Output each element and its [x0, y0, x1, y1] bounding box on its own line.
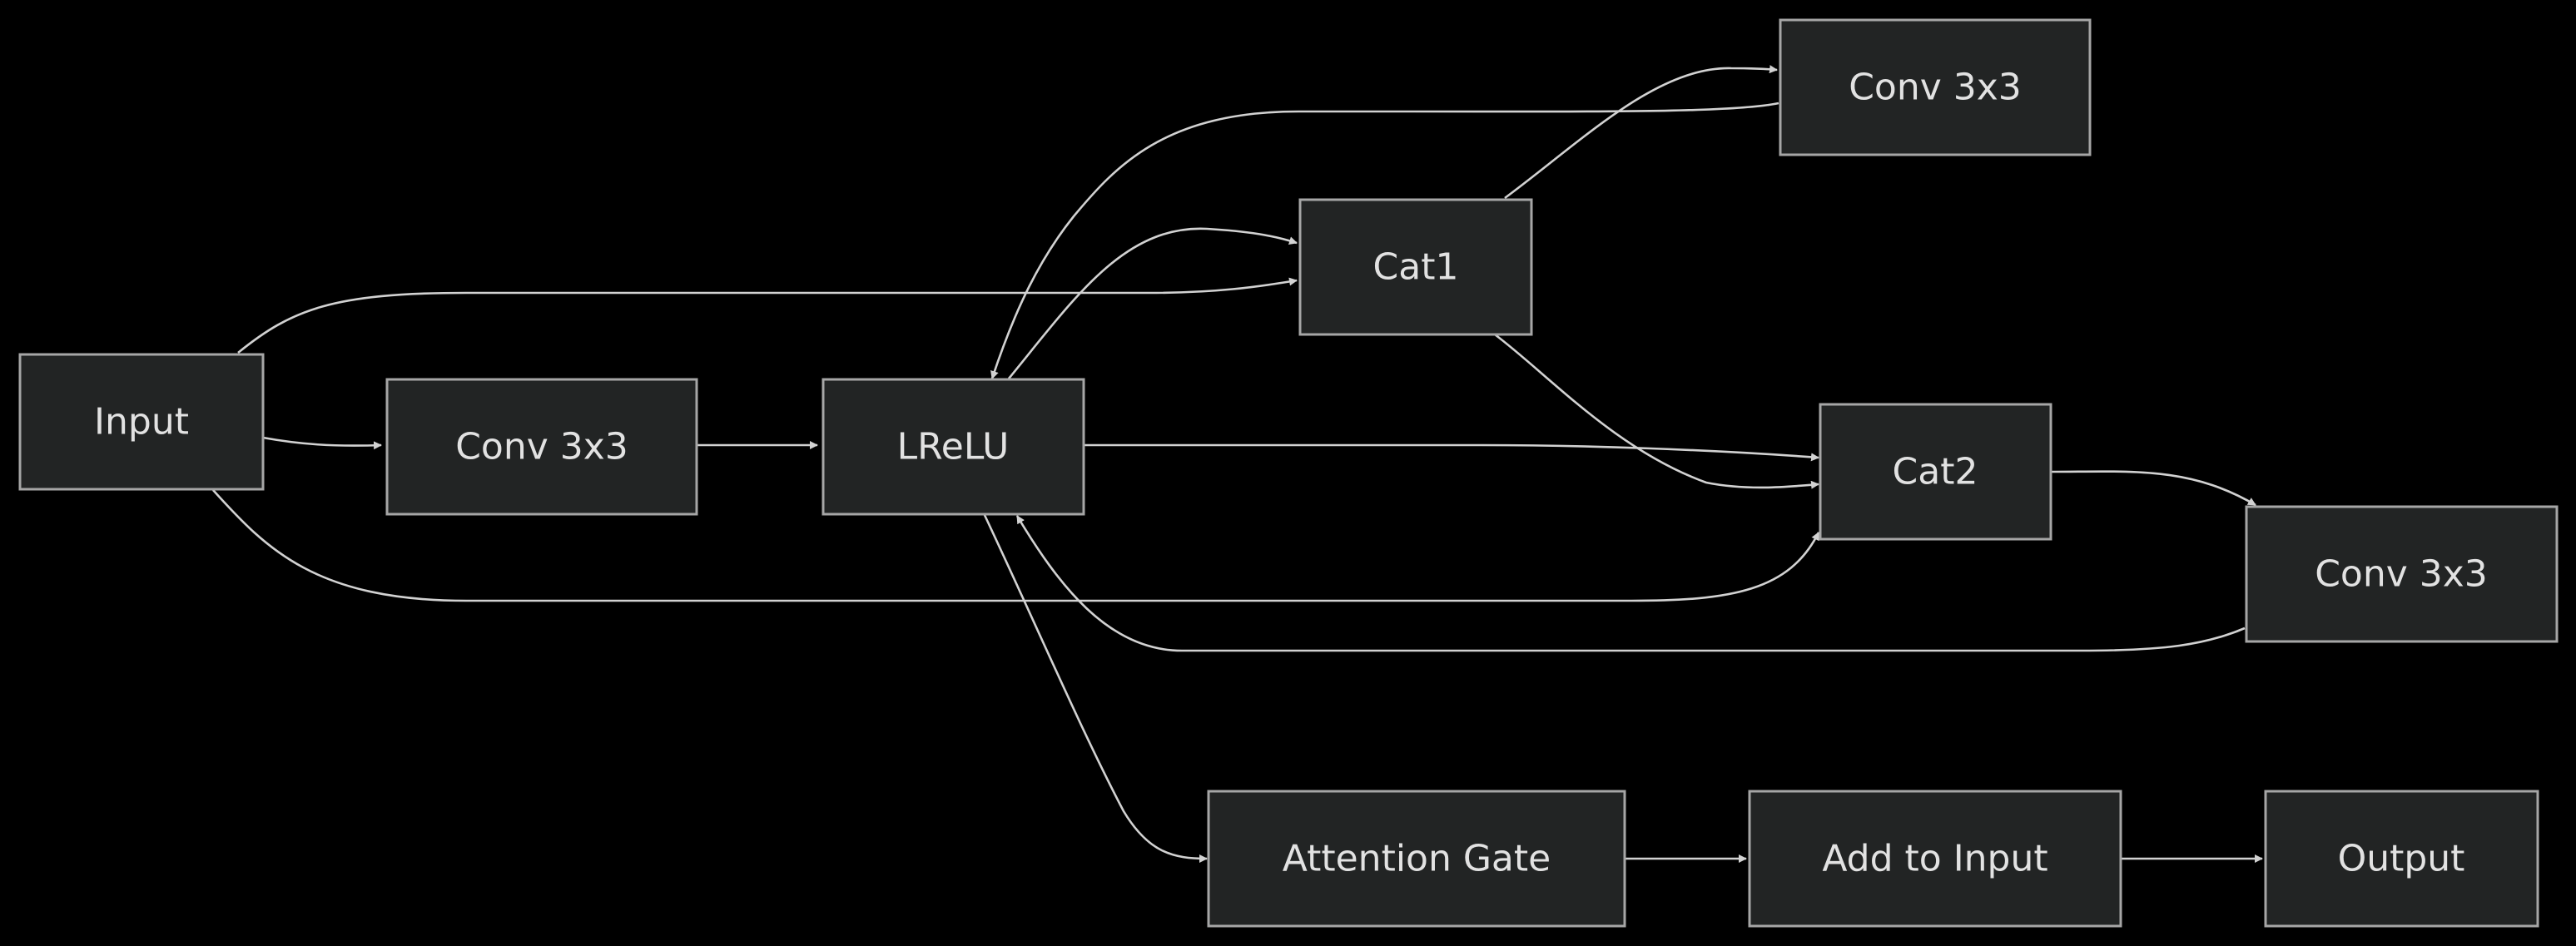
node-input[interactable]: Input — [18, 353, 265, 491]
edges — [212, 65, 2263, 863]
node-label: Add to Input — [1822, 838, 2047, 880]
node-label: Conv 3x3 — [455, 426, 628, 468]
edge-cat1-to-conv2 — [1504, 65, 1778, 200]
node-output[interactable]: Output — [2264, 790, 2539, 928]
nodes: Input Conv 3x3 LReLU Cat1 Conv 3x3 Cat2 … — [18, 18, 2559, 928]
node-conv1[interactable]: Conv 3x3 — [385, 378, 698, 516]
edge-lrelu-to-cat1 — [1007, 227, 1298, 379]
edge-lrelu-to-attention — [982, 513, 1208, 863]
edge-lrelu-to-cat2 — [1084, 443, 1819, 462]
node-cat2[interactable]: Cat2 — [1819, 403, 2052, 541]
edge-input-to-cat1 — [237, 277, 1298, 354]
node-add[interactable]: Add to Input — [1748, 790, 2122, 928]
node-lrelu[interactable]: LReLU — [821, 378, 1085, 516]
node-attention[interactable]: Attention Gate — [1207, 790, 1626, 928]
node-conv3[interactable]: Conv 3x3 — [2245, 505, 2559, 643]
node-label: LReLU — [897, 426, 1010, 468]
node-conv2[interactable]: Conv 3x3 — [1779, 18, 2092, 156]
node-label: Attention Gate — [1283, 838, 1551, 880]
node-label: Conv 3x3 — [2315, 553, 2488, 596]
edge-input-to-cat2 — [212, 489, 1820, 602]
edge-conv2-to-lrelu — [990, 102, 1779, 379]
node-label: Output — [2338, 838, 2465, 880]
node-label: Cat1 — [1373, 246, 1459, 289]
node-label: Input — [94, 401, 189, 443]
edge-cat2-to-conv3 — [2050, 470, 2256, 507]
edge-input-to-conv1 — [262, 436, 382, 450]
node-label: Cat2 — [1893, 451, 1978, 493]
node-label: Conv 3x3 — [1849, 67, 2022, 109]
node-cat1[interactable]: Cat1 — [1298, 198, 1533, 336]
edge-conv3-to-lrelu — [1015, 515, 2246, 652]
edge-cat1-to-cat2 — [1494, 333, 1819, 489]
